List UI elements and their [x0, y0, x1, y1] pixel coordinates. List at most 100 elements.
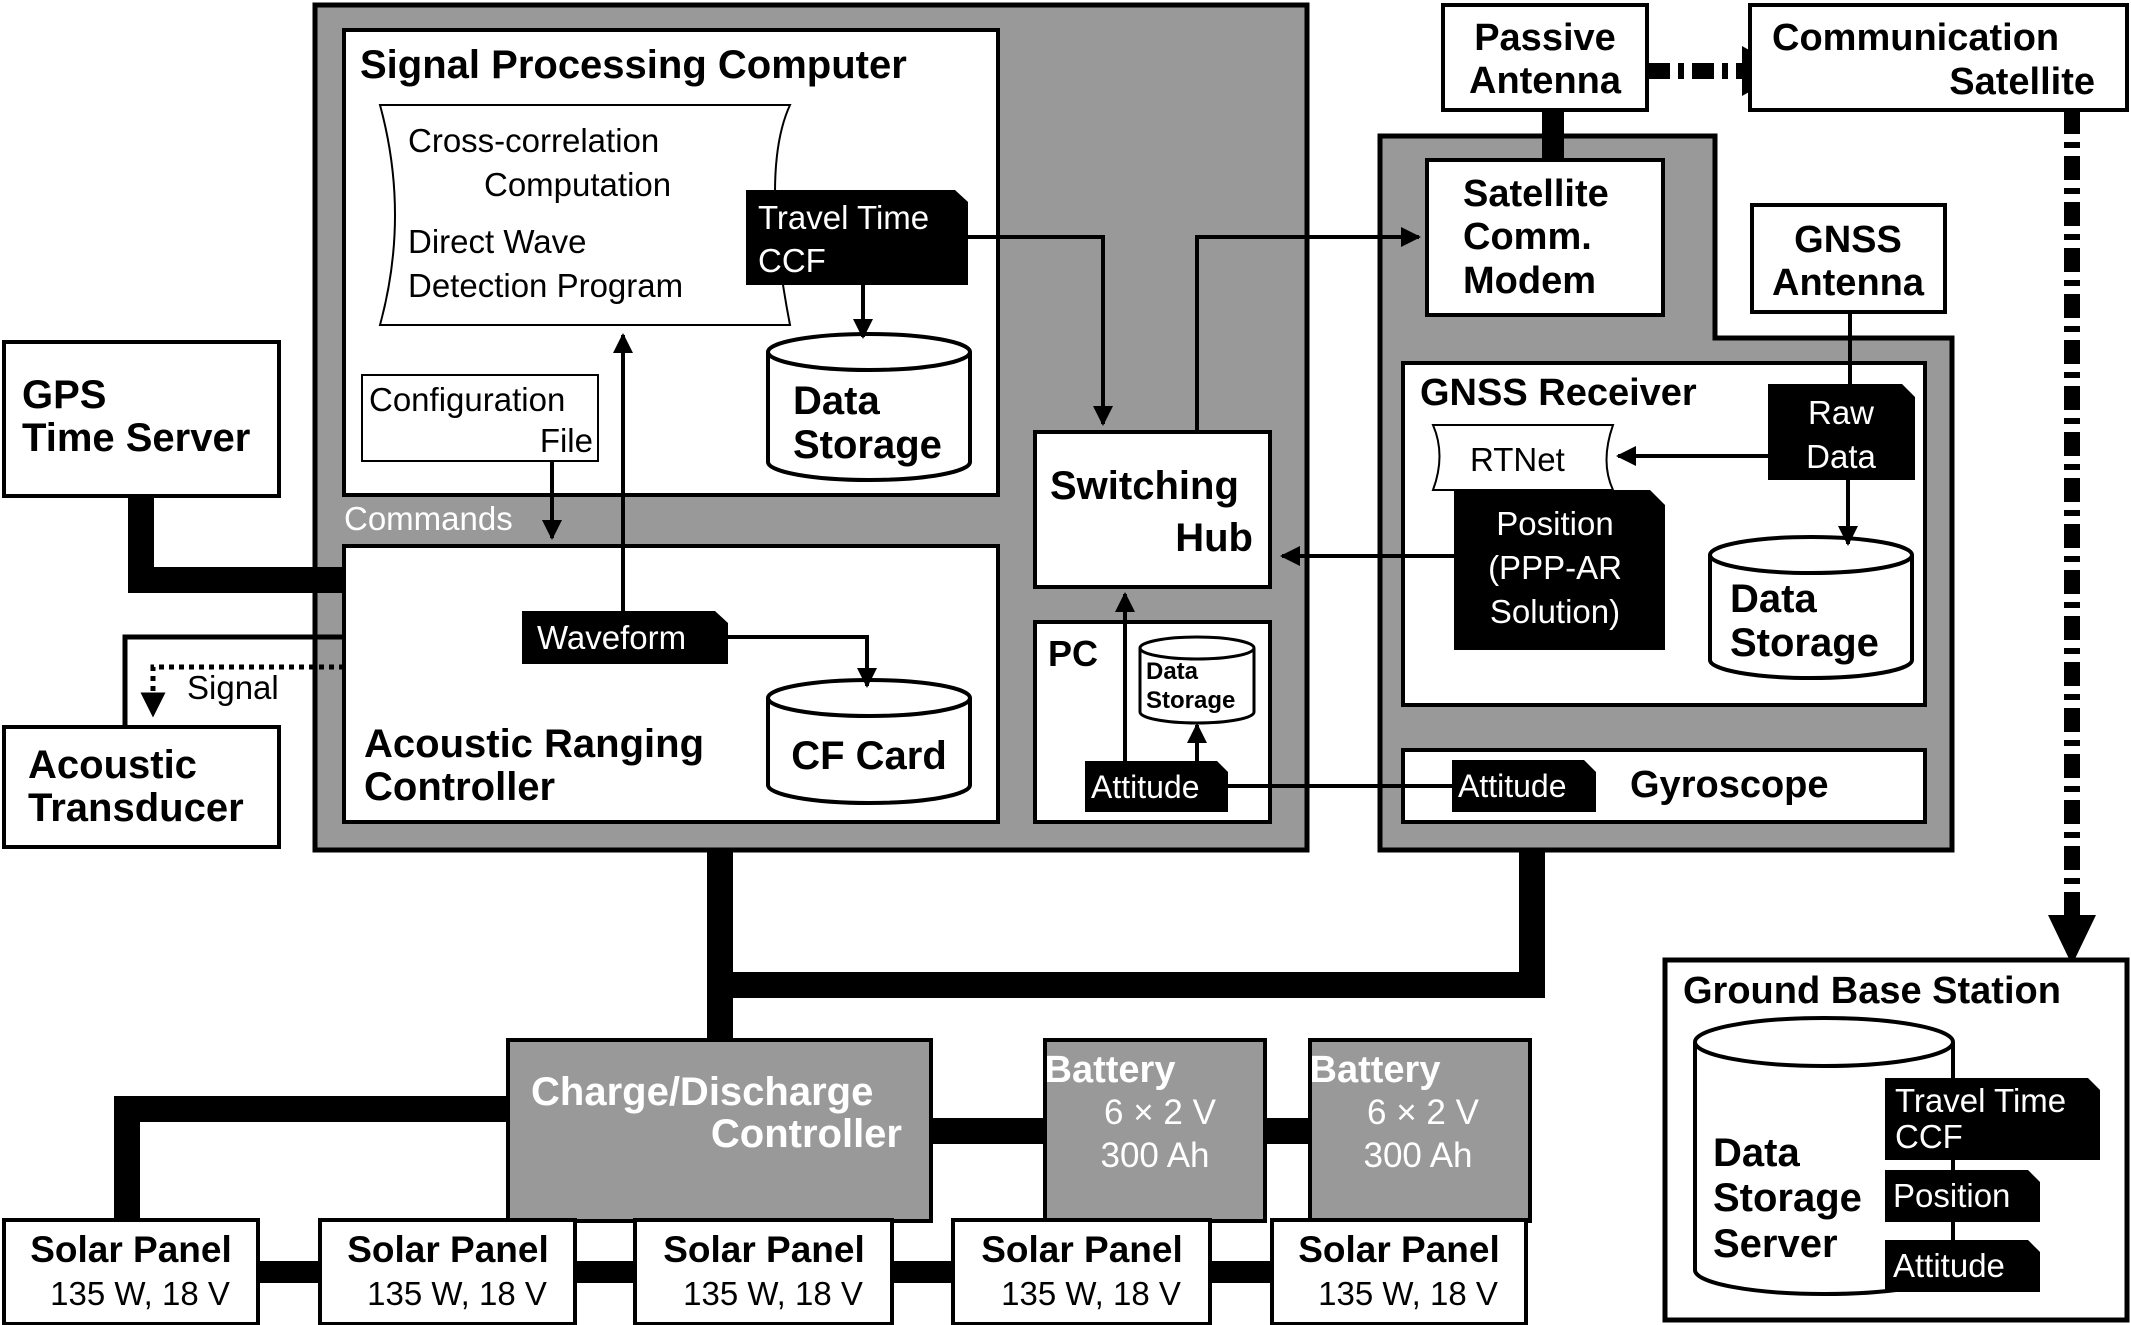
gyroscope: Attitude Gyroscope	[1401, 748, 1927, 824]
gs-attitude-label: Attitude	[1893, 1247, 2005, 1284]
battery-2-spec1: 6 × 2 V	[1367, 1093, 1480, 1132]
gnss-antenna-line-1: GNSS	[1794, 219, 1902, 261]
pc-attitude-label: Attitude	[1091, 769, 1200, 805]
battery-1-spec1: 6 × 2 V	[1104, 1093, 1217, 1132]
modem-line-3: Modem	[1463, 260, 1596, 302]
spc-data-storage: Data Storage	[766, 332, 972, 482]
config-file	[361, 374, 599, 462]
satellite-comm-modem: Satellite Comm. Modem	[1425, 158, 1665, 317]
solar-panel-4: Solar Panel 135 W, 18 V	[951, 1218, 1212, 1325]
solar-panel-2-spec: 135 W, 18 V	[367, 1275, 547, 1312]
travel-time-tag	[746, 190, 968, 285]
position-line-1: Position	[1496, 505, 1613, 542]
battery-1-name: Battery	[1045, 1049, 1176, 1091]
gnss-antenna: GNSS Antenna	[1750, 203, 1947, 314]
pc-data-storage: Data Storage	[1138, 635, 1256, 725]
gnss-receiver-title: GNSS Receiver	[1420, 372, 1697, 414]
arc-line-2: Controller	[364, 765, 555, 809]
transducer-connection-line	[122, 634, 344, 727]
battery-2-name: Battery	[1310, 1049, 1441, 1091]
solar-panel-5-name: Solar Panel	[1298, 1229, 1500, 1270]
config-line-2: File	[540, 422, 593, 459]
solar-panel-5-spec: 135 W, 18 V	[1318, 1275, 1498, 1312]
gyro-attitude-label: Attitude	[1458, 768, 1567, 804]
spc-title: Signal Processing Computer	[360, 43, 907, 87]
raw-data-line-2: Data	[1806, 438, 1876, 475]
gps-line-2: Time Server	[22, 416, 250, 460]
program-line-1: Cross-correlation	[408, 122, 659, 159]
transducer-line-2: Transducer	[28, 786, 244, 830]
program-line-3: Direct Wave	[408, 223, 586, 260]
solar-panel-3-spec: 135 W, 18 V	[683, 1275, 863, 1312]
signal-dotted-line	[140, 664, 344, 718]
charge-line-1: Charge/Discharge	[531, 1070, 873, 1114]
passive-antenna: Passive Antenna	[1441, 3, 1649, 112]
solar-panel-1-spec: 135 W, 18 V	[50, 1275, 230, 1312]
charge-discharge-controller: Charge/Discharge Controller	[506, 1038, 933, 1223]
pc-storage-line-2: Storage	[1146, 687, 1235, 714]
modem-line-2: Comm.	[1463, 216, 1592, 258]
arc-line-1: Acoustic Ranging	[364, 722, 704, 766]
solar-panel-1-name: Solar Panel	[30, 1229, 232, 1270]
gps-time-server: GPS Time Server	[2, 340, 281, 498]
ground-base-station: Ground Base Station Data Storage Server …	[1662, 957, 2130, 1323]
communication-satellite: Communication Satellite	[1748, 3, 2129, 112]
solar-panel-2-name: Solar Panel	[347, 1229, 549, 1270]
gs-position-tag	[1885, 1170, 2040, 1222]
gnss-receiver: GNSS Receiver RTNet Raw Data Position (P…	[1401, 361, 1927, 707]
program-doc-shape	[378, 104, 792, 326]
solar-panel-1: Solar Panel 135 W, 18 V	[2, 1218, 260, 1325]
acoustic-ranging-controller: Acoustic Ranging Controller Waveform CF …	[342, 544, 1000, 824]
solar-panel-5: Solar Panel 135 W, 18 V	[1270, 1218, 1528, 1325]
gs-travel-time-tag	[1885, 1078, 2100, 1160]
spc-storage-line-1: Data	[793, 379, 880, 423]
server-line-3: Server	[1713, 1222, 1838, 1266]
position-line-2: (PPP-AR	[1488, 549, 1622, 586]
solar-panel-2: Solar Panel 135 W, 18 V	[318, 1218, 577, 1325]
transducer-line-1: Acoustic	[28, 743, 197, 787]
gnss-storage-line-2: Storage	[1730, 621, 1879, 665]
switching-hub: Switching Hub	[1033, 430, 1272, 589]
battery-1-spec2: 300 Ah	[1101, 1136, 1210, 1175]
travel-time-line-1: Travel Time	[758, 199, 929, 236]
modem-line-1: Satellite	[1463, 173, 1609, 215]
data-flow-arrows	[542, 227, 1858, 788]
gyro-attitude-tag	[1452, 760, 1596, 812]
pc-storage-line-1: Data	[1146, 658, 1199, 685]
server-line-2: Storage	[1713, 1176, 1862, 1220]
ground-station-title: Ground Base Station	[1683, 970, 2061, 1012]
charge-line-2: Controller	[711, 1112, 902, 1156]
satellite-line-2: Satellite	[1949, 61, 2095, 103]
passive-line-2: Antenna	[1469, 60, 1622, 102]
position-tag	[1454, 490, 1665, 650]
pc-box: PC Data Storage Attitude	[1033, 620, 1272, 824]
commands-label: Commands	[344, 500, 513, 537]
hub-line-2: Hub	[1175, 516, 1253, 560]
gnss-data-storage: Data Storage	[1708, 535, 1914, 680]
server-line-1: Data	[1713, 1131, 1800, 1175]
hub-line-1: Switching	[1050, 464, 1239, 508]
battery-2-spec2: 300 Ah	[1364, 1136, 1473, 1175]
gnss-storage-line-1: Data	[1730, 577, 1817, 621]
gps-line-1: GPS	[22, 373, 106, 417]
pc-attitude-tag	[1085, 761, 1228, 812]
cf-card: CF Card	[766, 678, 972, 805]
raw-data-line-1: Raw	[1808, 394, 1874, 431]
program-line-2: Computation	[484, 166, 671, 203]
solar-panel-4-spec: 135 W, 18 V	[1001, 1275, 1181, 1312]
position-line-3: Solution)	[1490, 593, 1620, 630]
travel-time-line-2: CCF	[758, 242, 826, 279]
satellite-line-1: Communication	[1772, 17, 2059, 59]
solar-panel-3: Solar Panel 135 W, 18 V	[633, 1218, 894, 1325]
signal-label: Signal	[187, 669, 279, 706]
solar-panel-4-name: Solar Panel	[981, 1229, 1183, 1270]
rtnet-label: RTNet	[1470, 441, 1565, 478]
gnss-antenna-line-2: Antenna	[1772, 262, 1925, 304]
waveform-label: Waveform	[537, 619, 686, 656]
gs-position-label: Position	[1893, 1177, 2010, 1214]
gs-attitude-tag	[1885, 1240, 2040, 1292]
battery-1: Battery 6 × 2 V 300 Ah	[1043, 1038, 1267, 1223]
solar-panel-3-name: Solar Panel	[663, 1229, 865, 1270]
gs-travel-time-line-1: Travel Time	[1895, 1082, 2066, 1119]
